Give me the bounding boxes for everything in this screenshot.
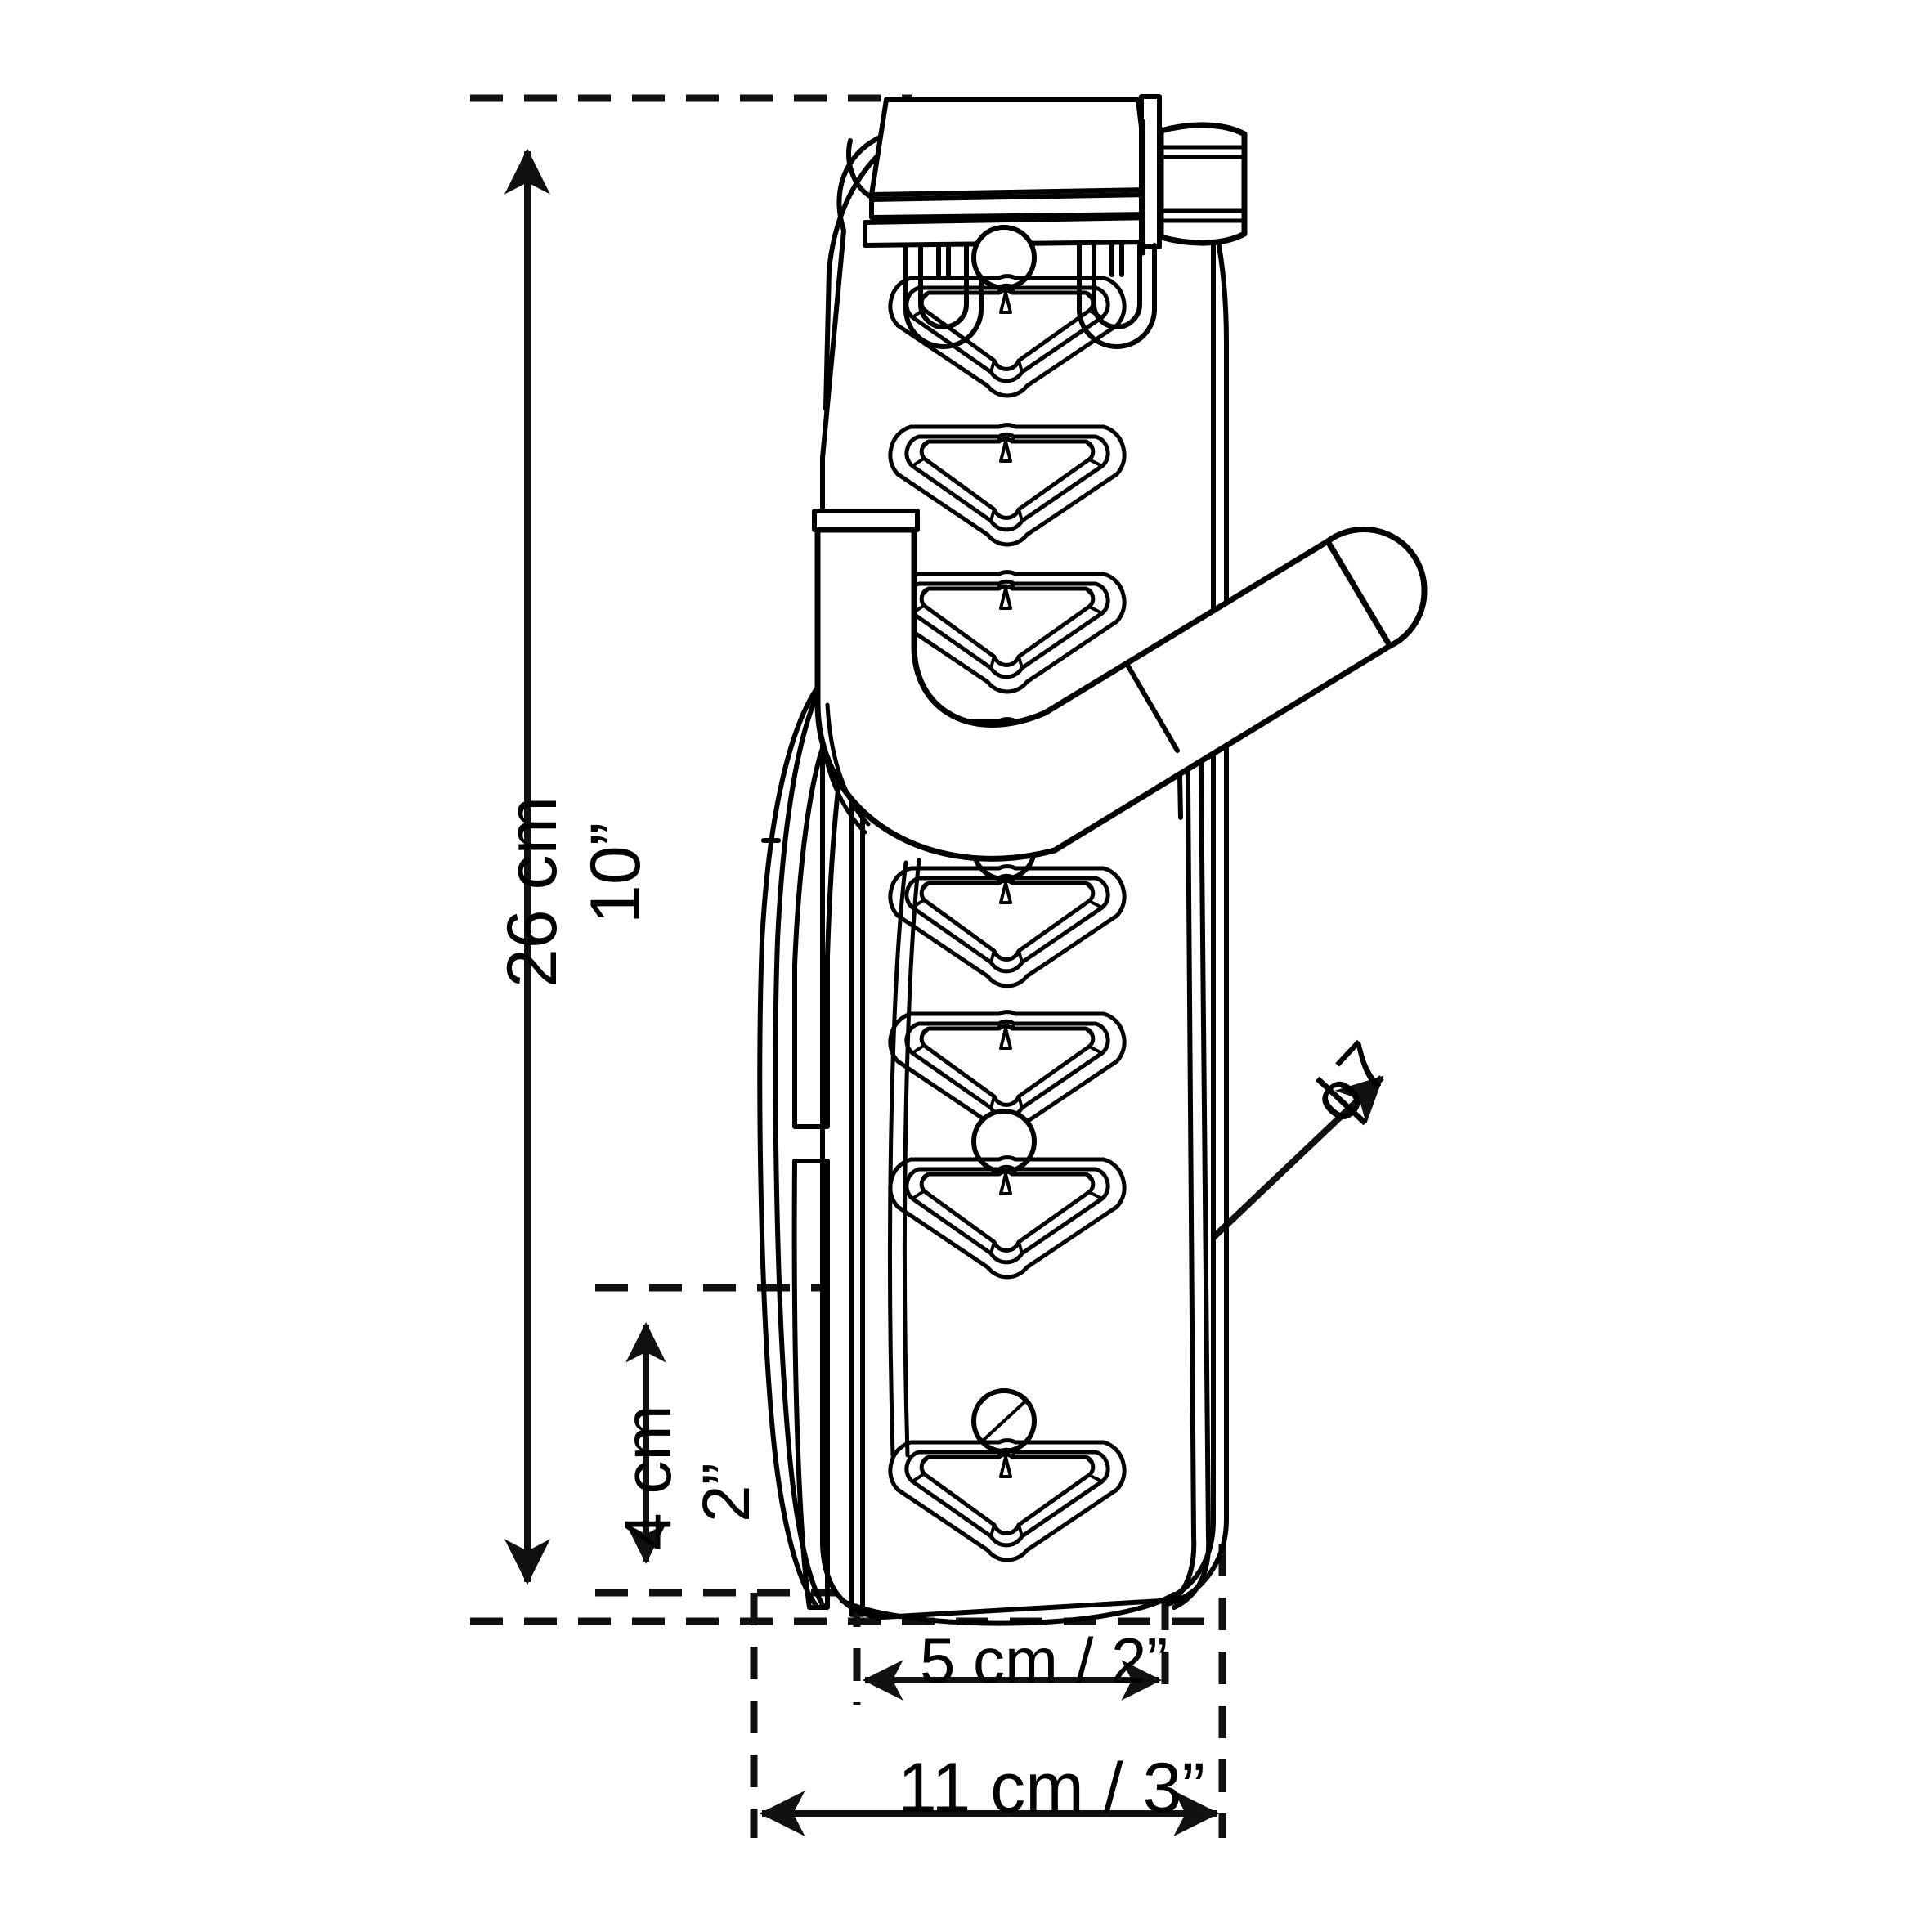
right-face-edge-2 xyxy=(1198,680,1211,1540)
hook-handle-tip-cap xyxy=(1325,527,1428,649)
dimension-label-height-metric: 26 cm xyxy=(493,796,572,988)
hook-handle-root-cap xyxy=(812,509,920,532)
hook-handle-under-rib1 xyxy=(888,860,908,1458)
right-face-bottom-taper xyxy=(1165,1535,1212,1610)
hook-handle-tip-seam xyxy=(1325,539,1392,648)
dimension-label-height-imperial: 10” xyxy=(576,822,655,924)
dimension-label-base-height-metric: 4 cm xyxy=(611,1405,685,1550)
right-face-edge-1 xyxy=(1185,676,1196,1540)
lid-band-1 xyxy=(869,192,1154,220)
product-outline xyxy=(757,94,1428,1626)
lid-top-plate xyxy=(869,97,1151,197)
side-recess-upper xyxy=(792,727,848,1129)
dimension-label-overall-width: 11 cm / 3” xyxy=(898,1749,1205,1827)
hinge-clip-right-outer xyxy=(1077,243,1157,349)
lid-hinge-front xyxy=(846,138,872,199)
dimension-label-body-width: 5 cm / 2” xyxy=(920,1625,1168,1697)
hook-handle-inner-taper xyxy=(815,701,867,835)
hook-handle-facet xyxy=(1126,664,1180,753)
grip-hole-1 xyxy=(971,225,1037,290)
grip-hole-4-section xyxy=(981,1400,1027,1442)
hook-handle-under-rib2 xyxy=(902,858,921,1458)
hinge-clip-left-outer xyxy=(903,243,984,349)
side-panel-outer-edge xyxy=(757,676,827,1610)
side-recess-lower xyxy=(791,1159,830,1610)
bottle-base-curve xyxy=(840,1592,1177,1626)
side-panel-inner-edge xyxy=(773,678,827,1610)
dimension-label-base-height-imperial: 2” xyxy=(689,1463,764,1522)
hook-handle-inner-taper2 xyxy=(825,702,871,827)
knurled-knob xyxy=(1158,122,1248,246)
grip-hole-3 xyxy=(971,1109,1037,1174)
